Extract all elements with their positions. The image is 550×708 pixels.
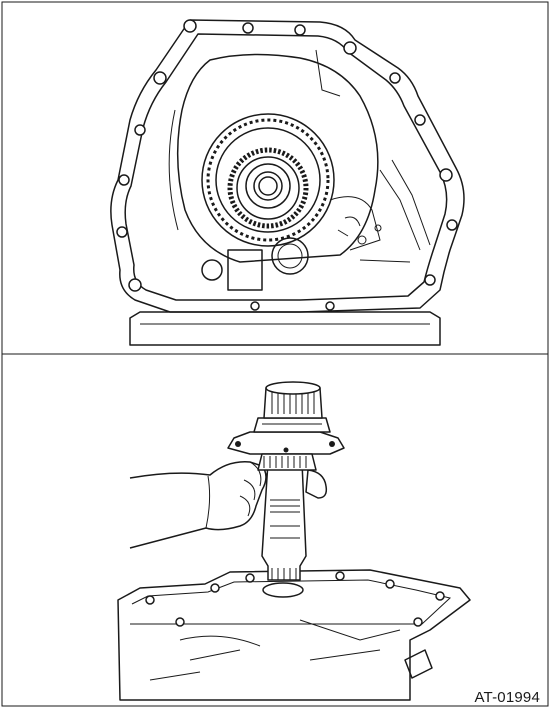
case-top-outline bbox=[117, 569, 471, 701]
gear-hub-outer bbox=[245, 163, 291, 209]
valve-passages bbox=[329, 159, 431, 263]
clutch-drum-inner bbox=[215, 127, 321, 233]
upper-gear-top bbox=[265, 381, 321, 395]
case-inner-cavity bbox=[176, 53, 379, 263]
gear-hub-inner bbox=[258, 176, 278, 196]
lower-gear-teeth bbox=[263, 456, 307, 468]
top-panel-transmission-case bbox=[110, 19, 465, 346]
case-oil-hole bbox=[271, 237, 309, 275]
clutch-drum-spline bbox=[206, 118, 330, 242]
case-small-hole bbox=[201, 259, 223, 281]
shaft-oil-grooves bbox=[270, 499, 300, 539]
gear-body bbox=[236, 156, 300, 220]
bottom-panel-shaft-removal bbox=[117, 381, 471, 701]
case-bore bbox=[262, 582, 304, 598]
case-internal-ribs bbox=[149, 619, 401, 681]
gear-teeth bbox=[227, 147, 309, 229]
case-flange-outline bbox=[110, 19, 465, 313]
case-side-fitting bbox=[404, 649, 433, 679]
case-rib-left bbox=[168, 109, 179, 231]
gear-hub-bore bbox=[253, 171, 283, 201]
shaft-splines bbox=[271, 568, 297, 580]
lower-gear bbox=[257, 453, 317, 471]
upper-gear-teeth bbox=[271, 392, 315, 414]
hand bbox=[129, 461, 267, 549]
case-flange-inner bbox=[124, 33, 448, 301]
hand-thumb bbox=[305, 469, 328, 499]
case-top-bolt-holes bbox=[145, 571, 445, 627]
flange-lugs bbox=[235, 441, 335, 453]
flange-bolt-holes bbox=[116, 19, 458, 311]
figure-code-label: AT-01994 bbox=[474, 689, 540, 706]
case-top-rim bbox=[130, 579, 452, 625]
case-rib-right bbox=[315, 49, 341, 97]
case-lower-boss bbox=[227, 249, 263, 291]
case-oil-hole-inner bbox=[277, 243, 303, 269]
output-shaft bbox=[261, 461, 307, 581]
oil-pan-lip bbox=[129, 311, 441, 346]
clutch-drum-outer bbox=[201, 113, 335, 247]
middle-hub bbox=[253, 417, 331, 433]
hand-fingers bbox=[205, 461, 262, 529]
